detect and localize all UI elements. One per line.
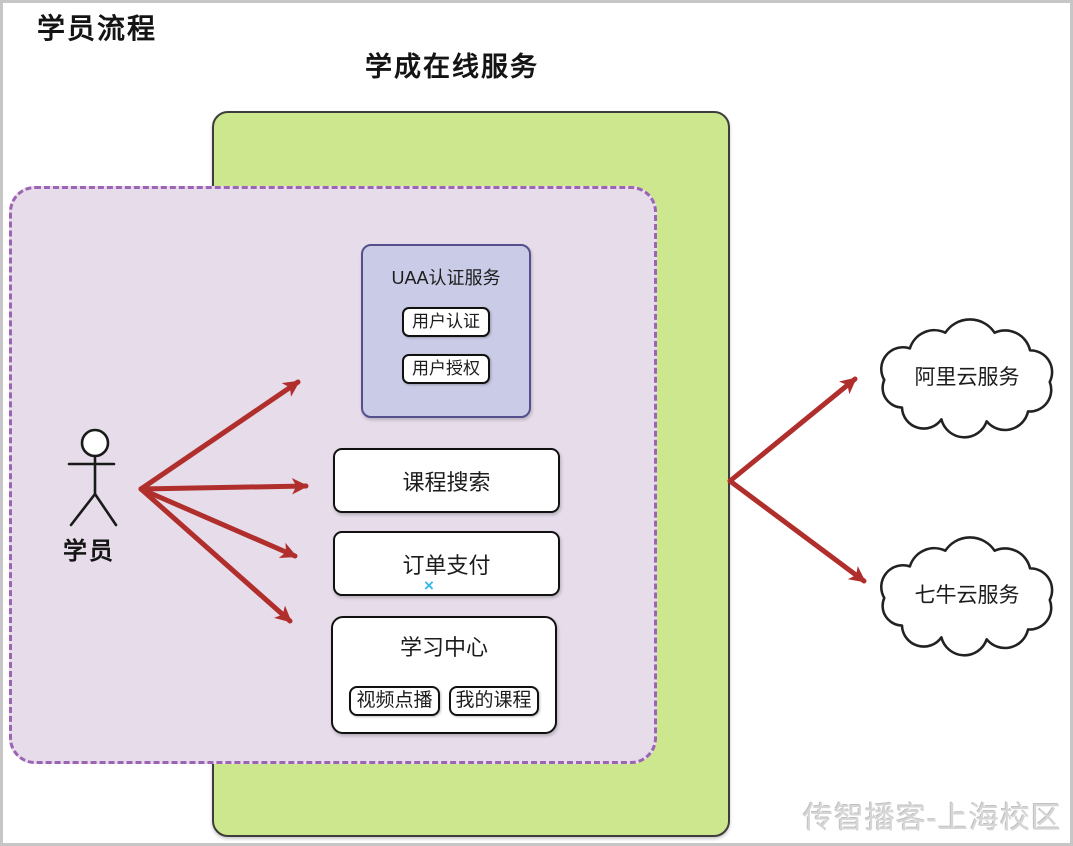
user-authorization-box: 用户授权 bbox=[402, 354, 490, 384]
learning-center-title: 学习中心 bbox=[399, 635, 488, 660]
my-courses-box: 我的课程 bbox=[448, 686, 539, 716]
arrow-service-to-qiniu bbox=[727, 478, 867, 584]
aliyun-cloud-shape: 阿里云服务 bbox=[869, 311, 1065, 441]
cloud-icon bbox=[880, 536, 1054, 657]
actor-label: 学员 bbox=[63, 538, 115, 565]
user-authentication-box: 用户认证 bbox=[402, 307, 490, 337]
connection-point-x-icon: × bbox=[424, 576, 434, 595]
page-title: 学员流程 bbox=[37, 13, 158, 44]
video-on-demand-box: 视频点播 bbox=[349, 686, 440, 716]
arrow-service-to-aliyun bbox=[727, 376, 858, 484]
qiniu-cloud-label: 七牛云服务 bbox=[914, 584, 1020, 607]
qiniu-cloud-shape: 七牛云服务 bbox=[869, 529, 1065, 659]
watermark-text: 传智播客-上海校区 bbox=[803, 802, 1062, 835]
cloud-icon bbox=[880, 318, 1054, 439]
uaa-service-box: UAA认证服务 用户认证 用户授权 bbox=[361, 244, 531, 418]
uaa-service-title: UAA认证服务 bbox=[391, 268, 501, 288]
learning-center-box: 学习中心 视频点播 我的课程 bbox=[331, 616, 557, 734]
learning-center-items: 视频点播 我的课程 bbox=[349, 686, 539, 716]
order-payment-box: 订单支付 bbox=[333, 531, 560, 596]
course-search-box: 课程搜索 bbox=[333, 448, 560, 513]
service-title: 学成在线服务 bbox=[365, 52, 539, 82]
aliyun-cloud-label: 阿里云服务 bbox=[914, 366, 1020, 389]
